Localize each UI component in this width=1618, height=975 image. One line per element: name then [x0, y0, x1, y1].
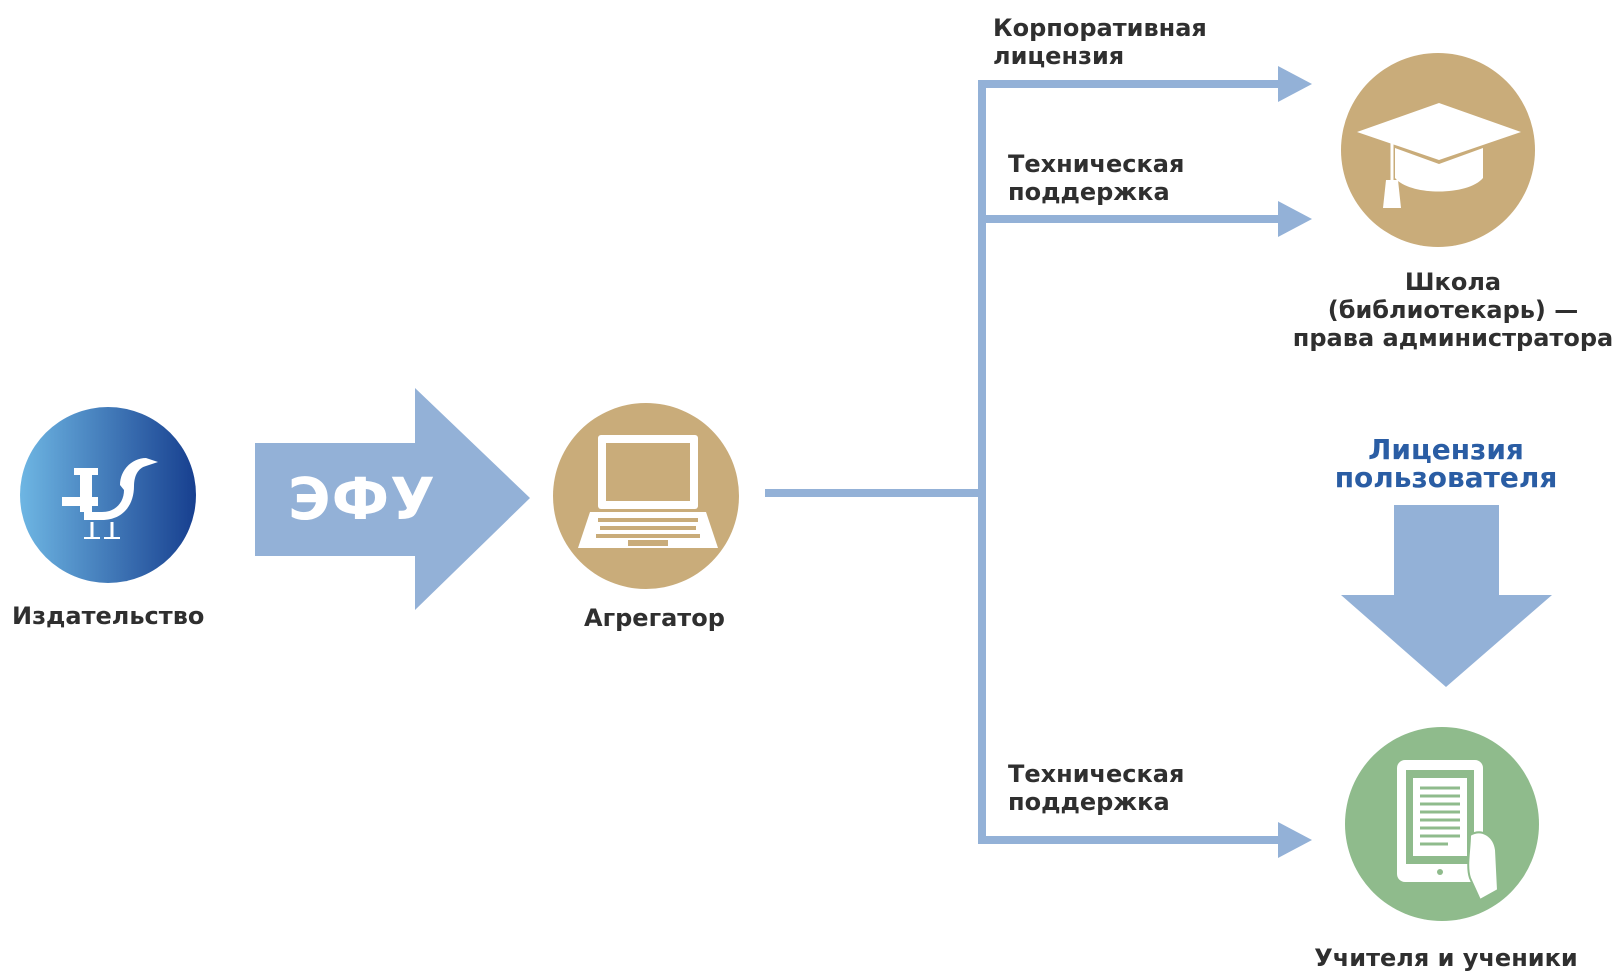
- school-label: Школа (библиотекарь) — права администрат…: [1290, 268, 1616, 352]
- user-license-label: Лицензия пользователя: [1296, 436, 1596, 492]
- user-license-arrow: [1341, 505, 1552, 687]
- corporate-license-line-1: Корпоративная: [993, 14, 1207, 42]
- aggregator-node: [553, 403, 739, 589]
- tech-support-school-line-2: поддержка: [1008, 178, 1170, 206]
- users-node: [1345, 727, 1539, 921]
- corporate-license-label: Корпоративная лицензия: [993, 14, 1207, 70]
- user-license-line-1: Лицензия: [1368, 433, 1524, 466]
- tech-support-school-line-1: Техническая: [1008, 150, 1185, 178]
- connector-lines: [765, 80, 1284, 844]
- school-label-line-3: права администратора: [1292, 324, 1614, 352]
- publisher-bird-logo-icon: [62, 458, 158, 539]
- aggregator-label: Агрегатор: [584, 604, 725, 632]
- tech-support-users-line-2: поддержка: [1008, 788, 1170, 816]
- school-label-line-1: Школа: [1404, 268, 1502, 296]
- efu-label: ЭФУ: [288, 465, 436, 533]
- users-label: Учителя и ученики: [1314, 944, 1578, 972]
- publisher-node: [20, 407, 196, 583]
- tech-support-school-label: Техническая поддержка: [1008, 150, 1184, 206]
- school-node: [1341, 53, 1535, 247]
- arrowheads: [1278, 66, 1312, 858]
- graduation-cap-icon: [1357, 103, 1521, 208]
- arrowhead-tech-support-users: [1278, 822, 1312, 858]
- laptop-icon: [578, 435, 718, 548]
- efu-arrow: [255, 388, 530, 610]
- corporate-license-line-2: лицензия: [993, 42, 1125, 70]
- publisher-label: Издательство: [12, 602, 205, 630]
- user-license-line-2: пользователя: [1334, 461, 1558, 494]
- tech-support-users-line-1: Техническая: [1008, 760, 1185, 788]
- arrowhead-tech-support-school: [1278, 201, 1312, 237]
- school-label-line-2: (библиотекарь) —: [1327, 296, 1579, 324]
- arrowhead-corporate-license: [1278, 66, 1312, 102]
- tablet-hand-icon: [1397, 760, 1500, 902]
- tech-support-users-label: Техническая поддержка: [1008, 760, 1184, 816]
